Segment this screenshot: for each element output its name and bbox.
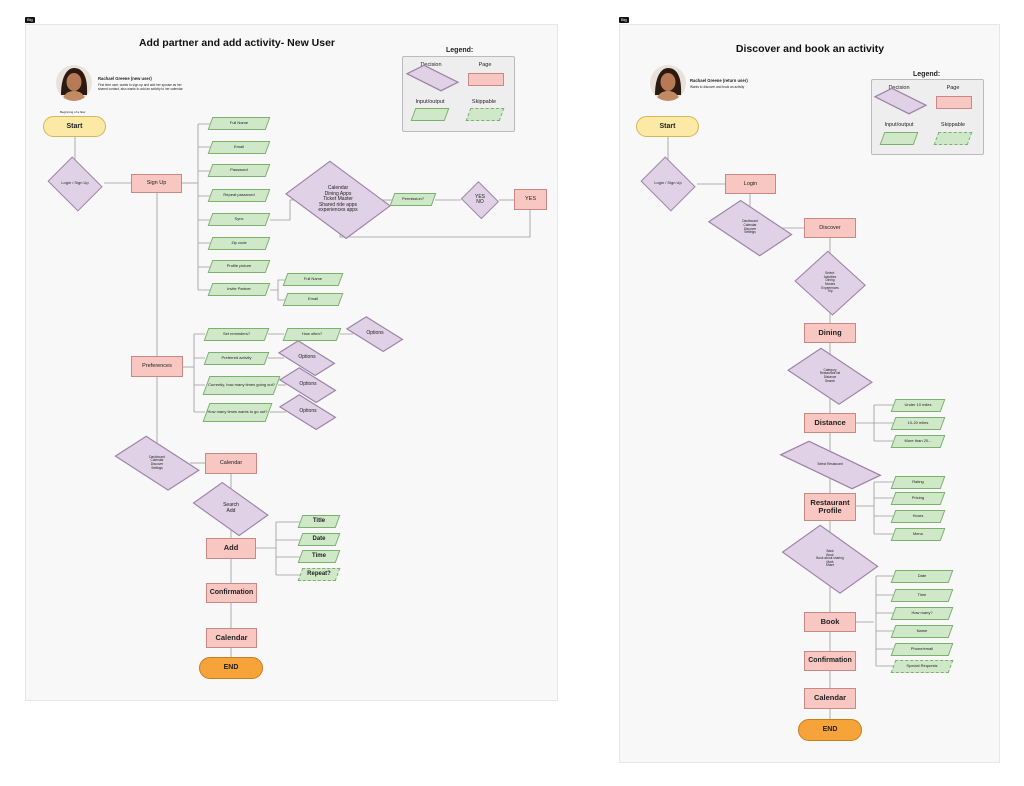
persona-desc-left: First time user, wants to sign up and ad… [98,83,183,91]
wants-go-out-io: How many times wants to go out? [206,403,269,422]
legend-decision-shape-left [416,70,448,86]
dining-page: Dining [804,323,856,343]
name-io: Name [893,625,951,638]
calendar-page-right: Calendar [804,688,856,709]
date-io: Date [300,533,338,546]
end-node-left: END [199,657,263,679]
options-decision-3: Options [286,374,330,396]
category-decision: Category Restaurant list Distance Search [797,355,863,397]
signup-page: Sign Up [131,174,182,193]
yes-page: YES [514,189,547,210]
legend-page-label-right: Page [946,85,960,91]
sync-io: Sync [210,213,268,226]
date-io-right: Date [893,570,951,583]
menu-io: Menu [893,528,943,541]
repeat-password-io: Repeat password [210,189,268,202]
fullname-io: Full Name [210,117,268,130]
pricing-io: Pricing [893,492,943,505]
persona-name-left: Rachael Greene (new user) [98,76,152,81]
time-io: Time [300,550,338,563]
legend-title-left: Legend: [446,47,474,54]
legend-skippable-shape-left [468,108,502,121]
calendar-page-1: Calendar [205,453,257,474]
email-io: Email [210,141,268,154]
invite-partner-io: Invite Partner [210,283,268,296]
options-decision-2: Options [285,347,329,369]
profile-picture-io: Profile picture [210,260,268,273]
select-activity-decision: Select: Activities Dining Movies Experie… [797,254,863,312]
options-decision-4: Options [286,401,330,423]
more-than-20-io: More than 20... [893,435,943,448]
dashboard-decision-right: Dashboard Calendar Discover Settings [717,207,783,248]
how-often-io: How often? [285,328,339,341]
legend-io-shape-left [413,108,447,121]
legend-skippable-shape-right [936,132,970,145]
add-page: Add [206,538,256,559]
phone-email-io: Phone/email [893,643,951,656]
search-add-decision: Search Add [199,489,263,528]
back-book-decision: Back Book Book about sharing Mark Share [790,533,870,585]
currently-going-out-io: Currently, how many times going out? [206,376,277,395]
preferences-page: Preferences [131,356,183,377]
confirmation-page-right: Confirmation [804,651,856,671]
title-io: Title [300,515,338,528]
set-reminders-io: Set reminders? [206,328,267,341]
time-io-right: Time [893,589,951,602]
repeat-io: Repeat? [300,568,338,581]
invite-fullname-io: Full Name [285,273,341,286]
login-page: Login [725,174,776,194]
special-requests-io: Special Requests [893,660,951,673]
persona-desc-right: Wants to discover and book an activity [690,85,745,89]
calendar-page-2: Calendar [206,628,257,648]
end-node-right: END [798,719,862,741]
confirmation-page-left: Confirmation [206,583,257,603]
sync-apps-decision: Calendar Dining Apps Ticket Master Share… [294,168,382,232]
legend-skippable-label-left: Skippable [471,99,497,105]
10-20-miles-io: 10-20 miles [893,417,943,430]
frame-tag-left: Big [25,17,35,23]
legend-decision-label-left: Decision [420,62,442,68]
legend-page-label-left: Page [478,62,492,68]
book-page: Book [804,612,856,632]
board-title-left: Add partner and add activity- New User [138,37,336,49]
distance-page: Distance [804,413,856,433]
hours-io: Hours [893,510,943,523]
legend-io-label-left: Input/output [415,99,445,105]
preferred-activity-io: Preferred activity [206,352,267,365]
legend-io-label-right: Input/output [884,122,914,128]
yes-no-decision: YES NO [461,184,499,216]
select-restaurant-decision: Select Restaurant [797,452,863,478]
persona-avatar-left [56,65,92,101]
start-node-right: Start [636,116,699,137]
discover-page: Discover [804,218,856,238]
under-10-miles-io: Under 10 miles [893,399,943,412]
password-io: Password [210,164,268,177]
legend-page-shape-right [936,96,972,109]
persona-avatar-right [650,65,686,101]
frame-tag-right: Big [619,17,629,23]
board-title-right: Discover and book an activity [735,43,885,55]
login-signup-decision-right: Login / Sign Up [639,160,697,207]
persona-name-right: Rachael Greene (return user) [690,78,748,83]
zip-code-io: Zip code [210,237,268,250]
restaurant-profile-page: Restaurant Profile [804,493,856,521]
legend-title-right: Legend: [913,71,941,78]
options-decision-1: Options [353,323,397,345]
legend-decision-label-right: Decision [888,85,910,91]
rating-io: Rating [893,476,943,489]
dashboard-decision-left: Dashboard Calendar Discover Settings [124,444,190,482]
legend-io-shape-right [882,132,916,145]
beginning-label: Beginning of a flow [60,110,86,114]
login-signup-decision-left: Login / Sign Up [46,160,104,207]
permission-io: Permission? [392,193,434,206]
legend-decision-shape-right [884,93,916,109]
legend-page-shape-left [468,73,504,86]
how-many-io: How many? [893,607,951,620]
invite-email-io: Email [285,293,341,306]
start-node-left: Start [43,116,106,137]
legend-skippable-label-right: Skippable [940,122,966,128]
